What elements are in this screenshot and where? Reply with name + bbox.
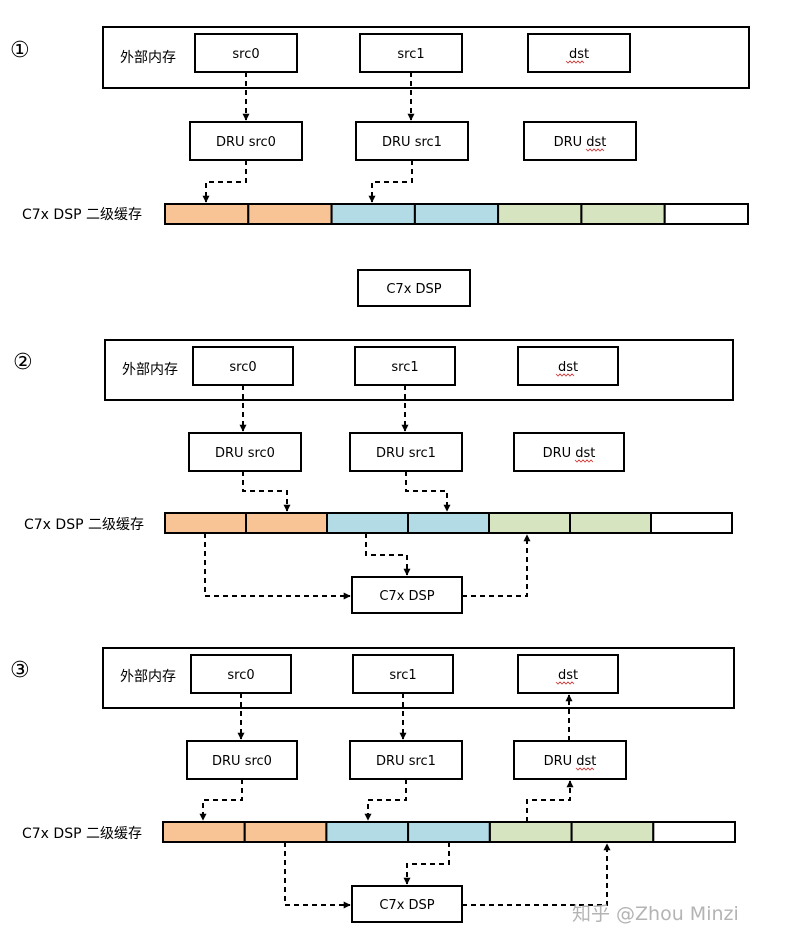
l2-cache-cell-4 <box>407 512 490 534</box>
external-memory-label: 外部内存 <box>120 50 176 66</box>
arrow-dru-src0-to-cache <box>199 779 243 821</box>
panel-1: ① 外部内存 src0 src1 dst DRU src0 DRU src1 D… <box>10 26 750 307</box>
l2-cache-cell-7 <box>650 512 733 534</box>
dru-src0-label: DRU src0 <box>215 446 275 461</box>
l2-cache-cell-3 <box>326 512 409 534</box>
dru-src1-label: DRU src1 <box>376 754 436 769</box>
buffer-src0 <box>192 346 294 386</box>
l2-cache-cell-2 <box>247 203 333 225</box>
arrow-dru-src0-to-cache <box>202 160 247 203</box>
dru-dst <box>523 121 637 161</box>
step-marker-2: ② <box>13 350 33 375</box>
dsp-box <box>357 269 471 307</box>
l2-cache-label: C7x DSP 二级缓存 <box>22 826 142 842</box>
arrow-src0-cache-to-dsp <box>204 533 351 600</box>
buffer-dst <box>517 346 619 386</box>
dru-src1-label: DRU src1 <box>376 446 436 461</box>
dru-src0-label: DRU src0 <box>212 754 272 769</box>
arrow-dru-src1-to-cache <box>368 160 413 203</box>
arrow-dst-cache-to-dru <box>526 780 574 822</box>
arrow-src0-cache-to-dsp <box>284 842 351 909</box>
dru-dst-label: DRU dst <box>554 135 607 150</box>
l2-cache-cell-6 <box>580 203 666 225</box>
dru-src0 <box>186 740 298 780</box>
l2-cache-cell-1 <box>162 821 246 843</box>
dsp-label: C7x DSP <box>379 898 434 913</box>
arrow-src1-cache-to-dsp <box>403 842 450 885</box>
l2-cache-cell-1 <box>164 512 247 534</box>
dru-src1 <box>355 121 469 161</box>
buffer-src0-label: src0 <box>232 47 259 62</box>
buffer-src0-label: src0 <box>229 360 256 375</box>
dsp-box <box>351 576 463 614</box>
l2-cache-cell-4 <box>413 203 500 225</box>
arrow-dru-src1-to-cache <box>405 471 451 512</box>
l2-cache-cell-7 <box>652 821 736 843</box>
l2-cache-cell-1 <box>164 203 250 225</box>
l2-cache-cell-2 <box>243 821 328 843</box>
l2-cache-cell-7 <box>663 203 750 225</box>
arrow-dru-src1-to-cache <box>364 779 407 821</box>
l2-cache-bar <box>162 821 736 843</box>
l2-cache-cell-2 <box>245 512 328 534</box>
l2-cache-cell-5 <box>497 203 583 225</box>
buffer-dst <box>527 33 631 73</box>
buffer-src0 <box>190 654 292 694</box>
dru-dst-label: DRU dst <box>544 754 597 769</box>
panel-2: ② 外部内存 src0 src1 dst DRU src0 DRU src1 D… <box>13 339 734 614</box>
l2-cache-cell-4 <box>407 821 491 843</box>
l2-cache-cell-3 <box>330 203 416 225</box>
l2-cache-cell-6 <box>570 821 655 843</box>
step-marker-1: ① <box>10 38 30 63</box>
buffer-dst <box>517 654 619 694</box>
external-memory-label: 外部内存 <box>120 669 176 685</box>
buffer-src1-label: src1 <box>389 668 416 683</box>
buffer-src0-label: src0 <box>227 668 254 683</box>
dsp-box <box>351 885 463 923</box>
buffer-src1-label: src1 <box>397 47 424 62</box>
external-memory-label: 外部内存 <box>122 362 178 378</box>
dru-dst <box>513 432 625 472</box>
dru-src1-label: DRU src1 <box>382 135 442 150</box>
l2-cache-bar <box>164 203 750 225</box>
l2-cache-cell-3 <box>325 821 410 843</box>
buffer-src1-label: src1 <box>391 360 418 375</box>
dsp-label: C7x DSP <box>379 589 434 604</box>
dru-dst-label: DRU dst <box>543 446 596 461</box>
buffer-dst-label: dst <box>569 47 589 62</box>
l2-cache-cell-5 <box>488 821 573 843</box>
watermark: 知乎 @Zhou Minzi <box>572 903 739 925</box>
step-marker-3: ③ <box>10 658 30 683</box>
dru-src0 <box>188 432 302 472</box>
l2-cache-label: C7x DSP 二级缓存 <box>22 207 142 223</box>
l2-cache-cell-5 <box>488 512 571 534</box>
arrow-dsp-to-dst-cache <box>462 843 611 906</box>
dru-src1 <box>349 740 463 780</box>
l2-cache-cell-6 <box>569 512 652 534</box>
arrow-src1-cache-to-dsp <box>365 533 411 576</box>
arrow-dru-src0-to-cache <box>242 471 291 512</box>
buffer-dst-label: dst <box>558 668 578 683</box>
dsp-label: C7x DSP <box>386 282 441 297</box>
l2-cache-bar <box>164 512 733 534</box>
dru-src0-label: DRU src0 <box>216 135 276 150</box>
dru-dst <box>513 740 627 780</box>
buffer-dst-label: dst <box>558 360 578 375</box>
buffer-src1 <box>354 346 456 386</box>
arrow-dsp-to-dst-cache <box>462 534 531 597</box>
l2-cache-label: C7x DSP 二级缓存 <box>24 517 144 533</box>
panel-3: ③ 外部内存 src0 src1 dst DRU src0 DRU src1 D… <box>10 647 736 923</box>
